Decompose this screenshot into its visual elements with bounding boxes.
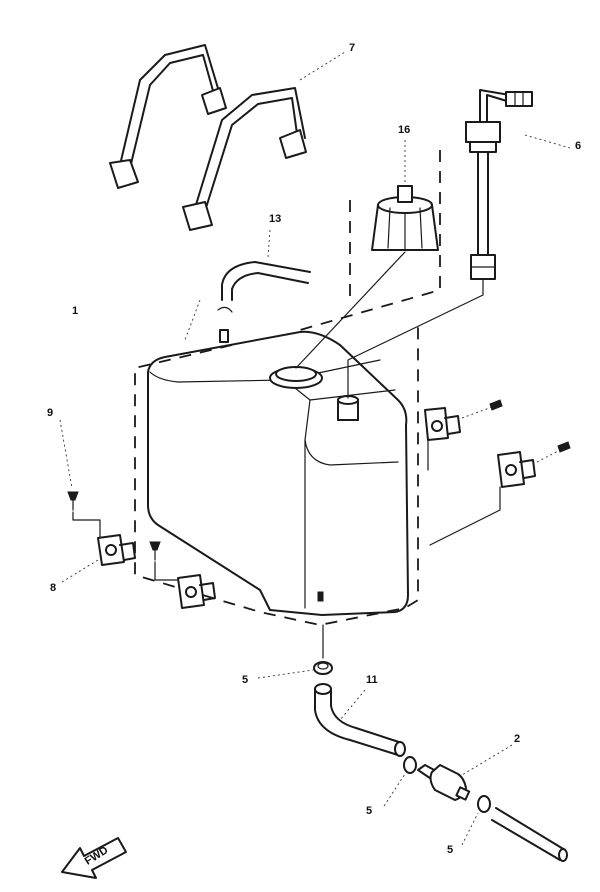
callout-5: 5 [447, 844, 454, 856]
leader-2 [461, 744, 513, 776]
callout-13: 13 [269, 213, 282, 225]
mount-bracket-left-lower [177, 574, 216, 609]
callout-5: 5 [366, 805, 373, 817]
fuel-tank [147, 330, 409, 616]
fuel-gauge-sender [465, 89, 533, 280]
leader-5b [383, 773, 406, 807]
vent-hose-outline-a [221, 261, 311, 301]
assembly-outline-lower [134, 320, 419, 626]
fwd-arrow-icon [61, 837, 127, 879]
callout-2: 2 [514, 733, 521, 745]
fuel-hose [314, 683, 406, 757]
screw-right-lower [536, 441, 571, 463]
callout-9: 9 [47, 407, 54, 419]
tank-strap-right [182, 87, 307, 231]
outlet-hose [491, 807, 568, 862]
mount-bracket-right-upper [424, 407, 461, 441]
assembly-outline-top [299, 150, 441, 331]
callout-1: 1 [72, 305, 79, 317]
connector-gauge-to-tank [347, 279, 484, 399]
vent-hose-outline-b [231, 272, 309, 301]
leader-7 [299, 51, 346, 81]
connector-screw-to-bracket-left [72, 511, 101, 539]
hose-clamp-top [313, 661, 333, 675]
tank-strap-left [109, 44, 227, 189]
mount-bracket-right-lower [497, 451, 536, 488]
callout-6: 6 [575, 140, 582, 152]
connector-cap-to-filler [295, 251, 406, 369]
leader-1 [184, 299, 201, 341]
leader-13 [267, 229, 271, 259]
screw-right-upper [461, 399, 503, 419]
hose-clip [217, 306, 233, 313]
leader-8 [61, 559, 99, 583]
callout-8: 8 [50, 582, 57, 594]
vent-fitting [219, 329, 229, 343]
leader-9 [59, 419, 73, 489]
connector-right-brackets [427, 439, 501, 546]
screw-left-lower [149, 541, 161, 561]
callout-16: 16 [398, 124, 411, 136]
hose-clamp-bottom [477, 795, 491, 813]
filler-cap [371, 185, 439, 251]
callout-7: 7 [349, 42, 356, 54]
leader-5c [461, 812, 479, 846]
leader-6 [524, 134, 571, 149]
leader-5a [257, 669, 314, 679]
callout-5: 5 [242, 674, 249, 686]
screw-left-upper [67, 491, 79, 511]
fuel-filter [417, 764, 471, 801]
hose-clamp-middle [403, 756, 417, 774]
callout-11: 11 [366, 674, 378, 686]
mount-bracket-left-upper [97, 534, 136, 566]
leader-11 [339, 689, 366, 721]
connector-screw-to-bracket-lower [154, 561, 179, 581]
